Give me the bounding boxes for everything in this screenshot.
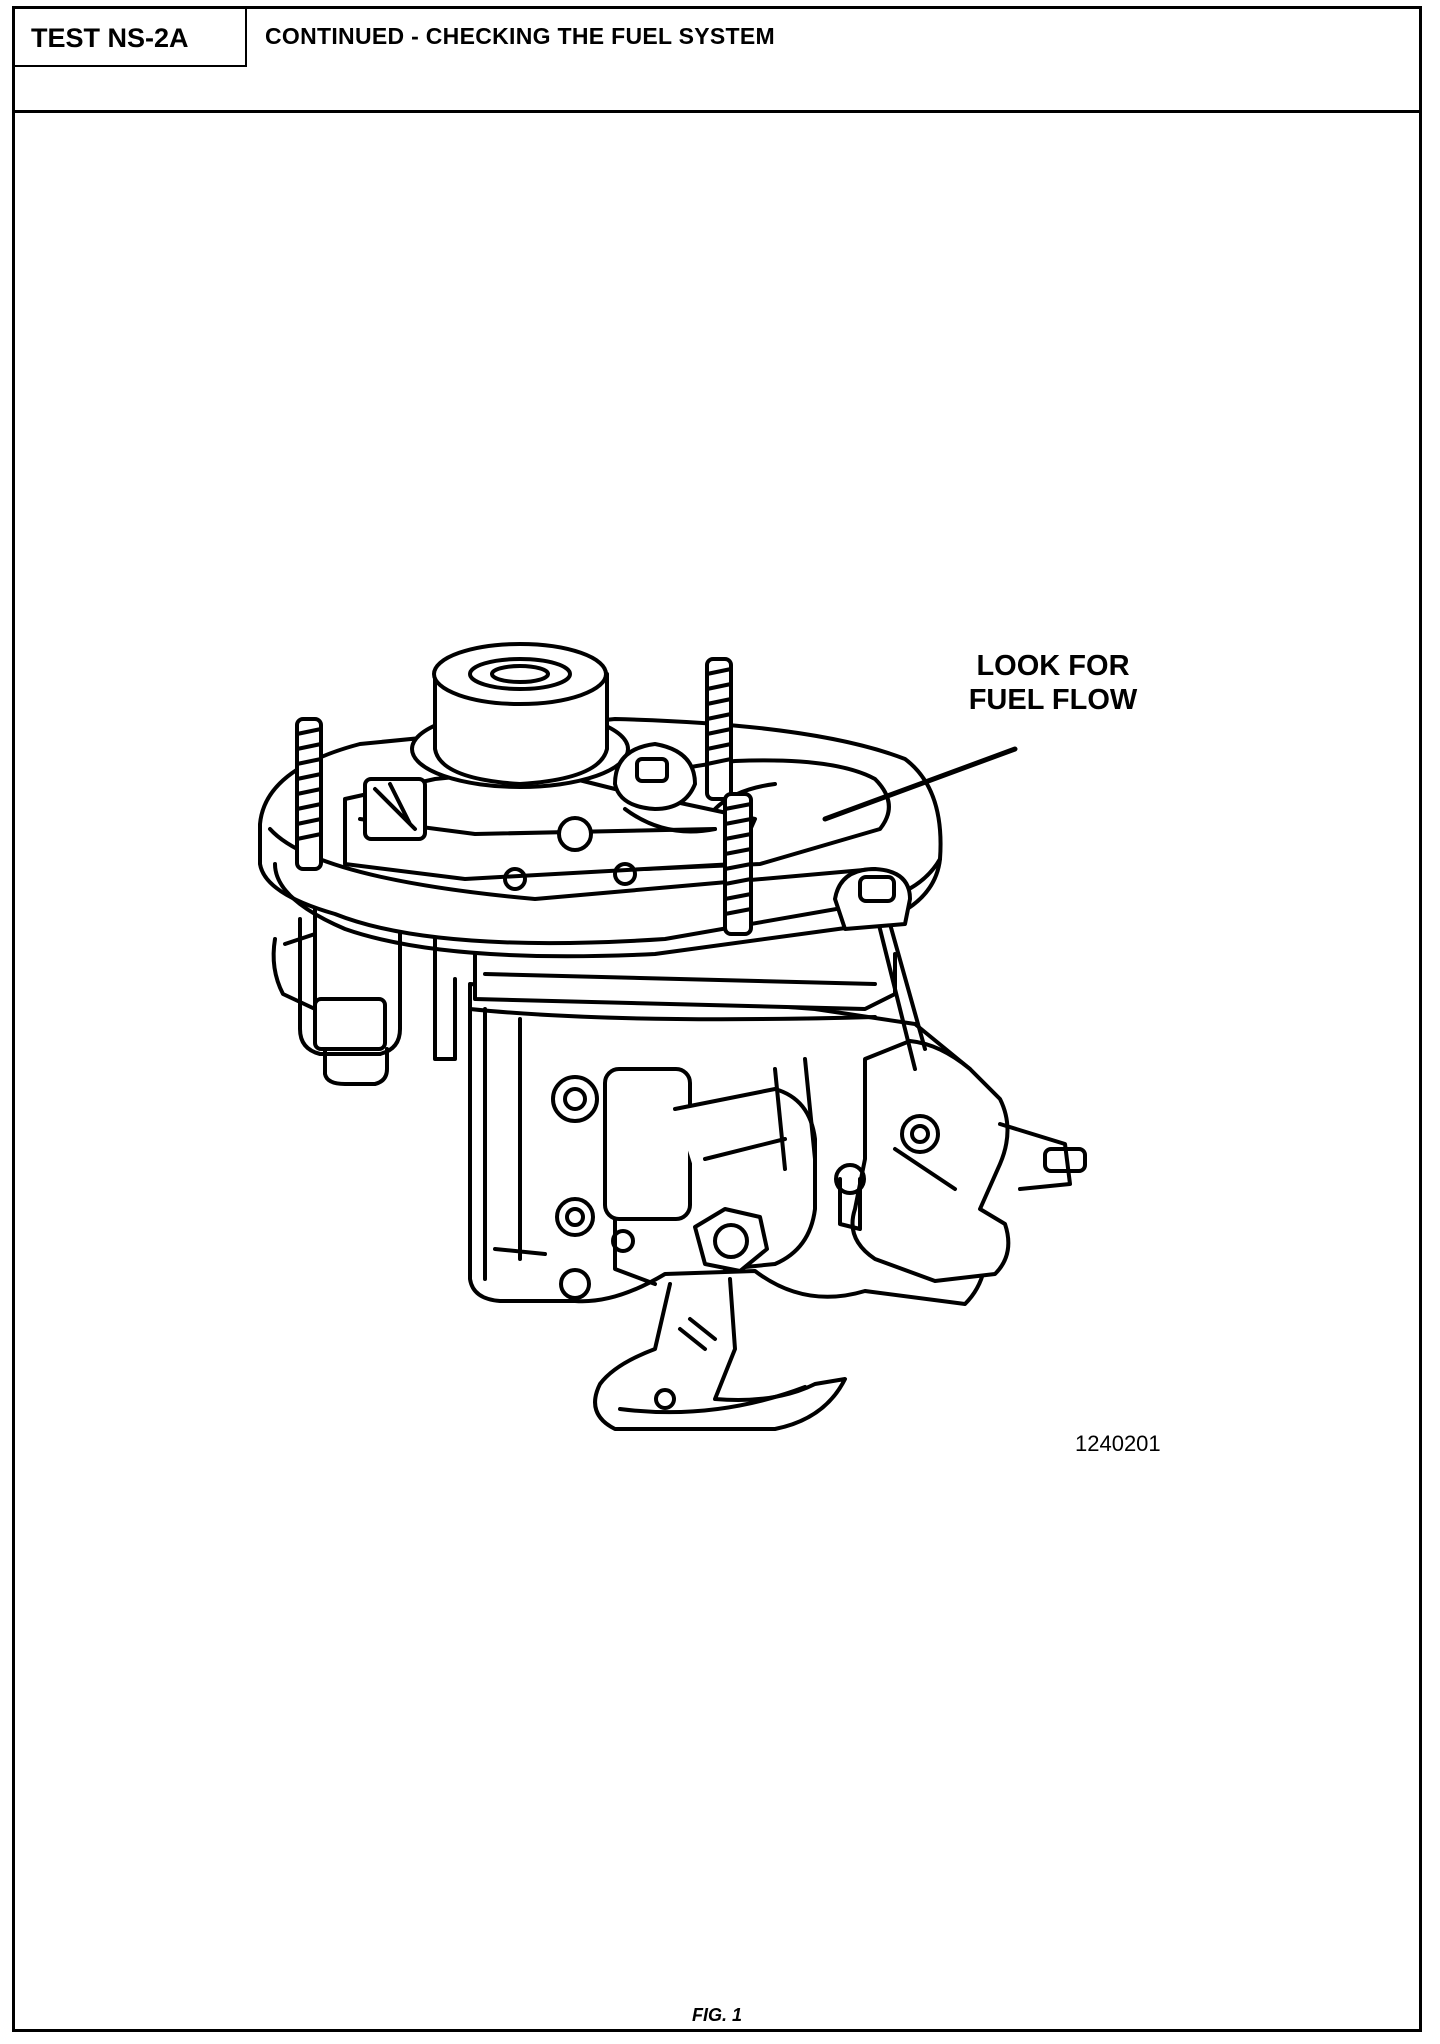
callout-line-1: LOOK FOR xyxy=(976,650,1130,682)
linkage-lever xyxy=(850,1039,1011,1283)
callout-label: LOOK FOR FUEL FLOW xyxy=(933,649,1173,717)
test-id-box: TEST NS-2A xyxy=(15,9,247,67)
throttle-body-illustration xyxy=(258,642,1087,1431)
sensor-connector xyxy=(298,917,402,1056)
page-title: CONTINUED - CHECKING THE FUEL SYSTEM xyxy=(265,23,776,49)
gasket-layer xyxy=(473,952,897,1011)
stud-back xyxy=(705,657,733,801)
illustration-number: 1240201 xyxy=(1075,1431,1161,1456)
stud-front xyxy=(723,792,753,936)
stud-left xyxy=(295,717,323,871)
callout-line-2: FUEL FLOW xyxy=(968,684,1138,716)
page-header: TEST NS-2A CONTINUED - CHECKING THE FUEL… xyxy=(15,9,1419,113)
throttle-cam xyxy=(593,1277,847,1431)
figure-caption: FIG. 1 xyxy=(691,2005,742,2025)
page-frame: TEST NS-2A CONTINUED - CHECKING THE FUEL… xyxy=(12,6,1422,2032)
callout-leader-line xyxy=(822,746,1018,822)
